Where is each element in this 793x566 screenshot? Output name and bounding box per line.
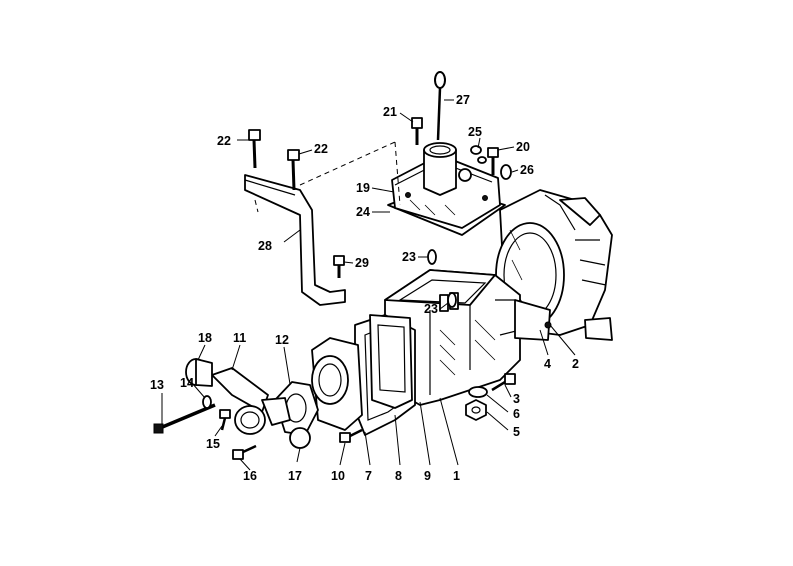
dipstick-27 (434, 71, 446, 141)
label-5: 5 (513, 425, 520, 439)
rubber-bush-18 (185, 358, 213, 387)
label-23-lower: 23 (424, 302, 438, 316)
label-3: 3 (513, 392, 520, 406)
label-9: 9 (424, 469, 431, 483)
mount-bracket-11 (211, 367, 291, 435)
label-24: 24 (356, 205, 370, 219)
bolt-21 (411, 117, 423, 145)
bolt-22-right (287, 149, 300, 191)
label-10: 10 (331, 469, 345, 483)
label-17: 17 (288, 469, 302, 483)
label-2: 2 (572, 357, 579, 371)
bolt-10 (339, 428, 363, 443)
label-29: 29 (355, 256, 369, 270)
bolt-3 (491, 373, 516, 392)
bolt-16 (232, 444, 257, 460)
label-15: 15 (206, 437, 220, 451)
output-housing (311, 337, 363, 431)
bolt-20 (487, 147, 499, 175)
label-21: 21 (383, 105, 397, 119)
long-bolt-13 (153, 403, 216, 434)
label-19: 19 (356, 181, 370, 195)
label-6: 6 (513, 407, 520, 421)
label-23-upper: 23 (402, 250, 416, 264)
label-12: 12 (275, 333, 289, 347)
top-cover-19 (391, 142, 501, 229)
label-28: 28 (258, 239, 272, 253)
washer-25 (470, 145, 487, 164)
support-bracket-28 (244, 174, 346, 306)
label-1: 1 (453, 469, 460, 483)
part-number-labels: 22 22 21 27 25 20 26 19 24 23 23 29 28 2… (150, 93, 579, 483)
bolt-15 (219, 409, 231, 431)
washer-26 (500, 164, 512, 180)
bolt-29 (333, 255, 345, 278)
label-27: 27 (456, 93, 470, 107)
leader-lines (161, 99, 576, 471)
label-8: 8 (395, 469, 402, 483)
label-22-right: 22 (314, 142, 328, 156)
label-25: 25 (468, 125, 482, 139)
bell-housing (495, 189, 613, 341)
dowel-23b (447, 292, 457, 308)
label-11: 11 (233, 331, 246, 345)
label-20: 20 (516, 140, 530, 154)
label-14: 14 (180, 376, 194, 390)
label-4: 4 (544, 357, 551, 371)
washer-6 (468, 386, 488, 398)
washer-14 (202, 395, 212, 409)
label-22-left: 22 (217, 134, 231, 148)
label-13: 13 (150, 378, 164, 392)
dowel-23a (427, 249, 437, 265)
label-7: 7 (365, 469, 372, 483)
bolt-22-left (248, 129, 261, 169)
nut-5 (465, 399, 487, 421)
rubber-bush-17 (289, 427, 311, 449)
label-18: 18 (198, 331, 212, 345)
label-26: 26 (520, 163, 534, 177)
front-cover (369, 314, 413, 409)
label-16: 16 (243, 469, 257, 483)
